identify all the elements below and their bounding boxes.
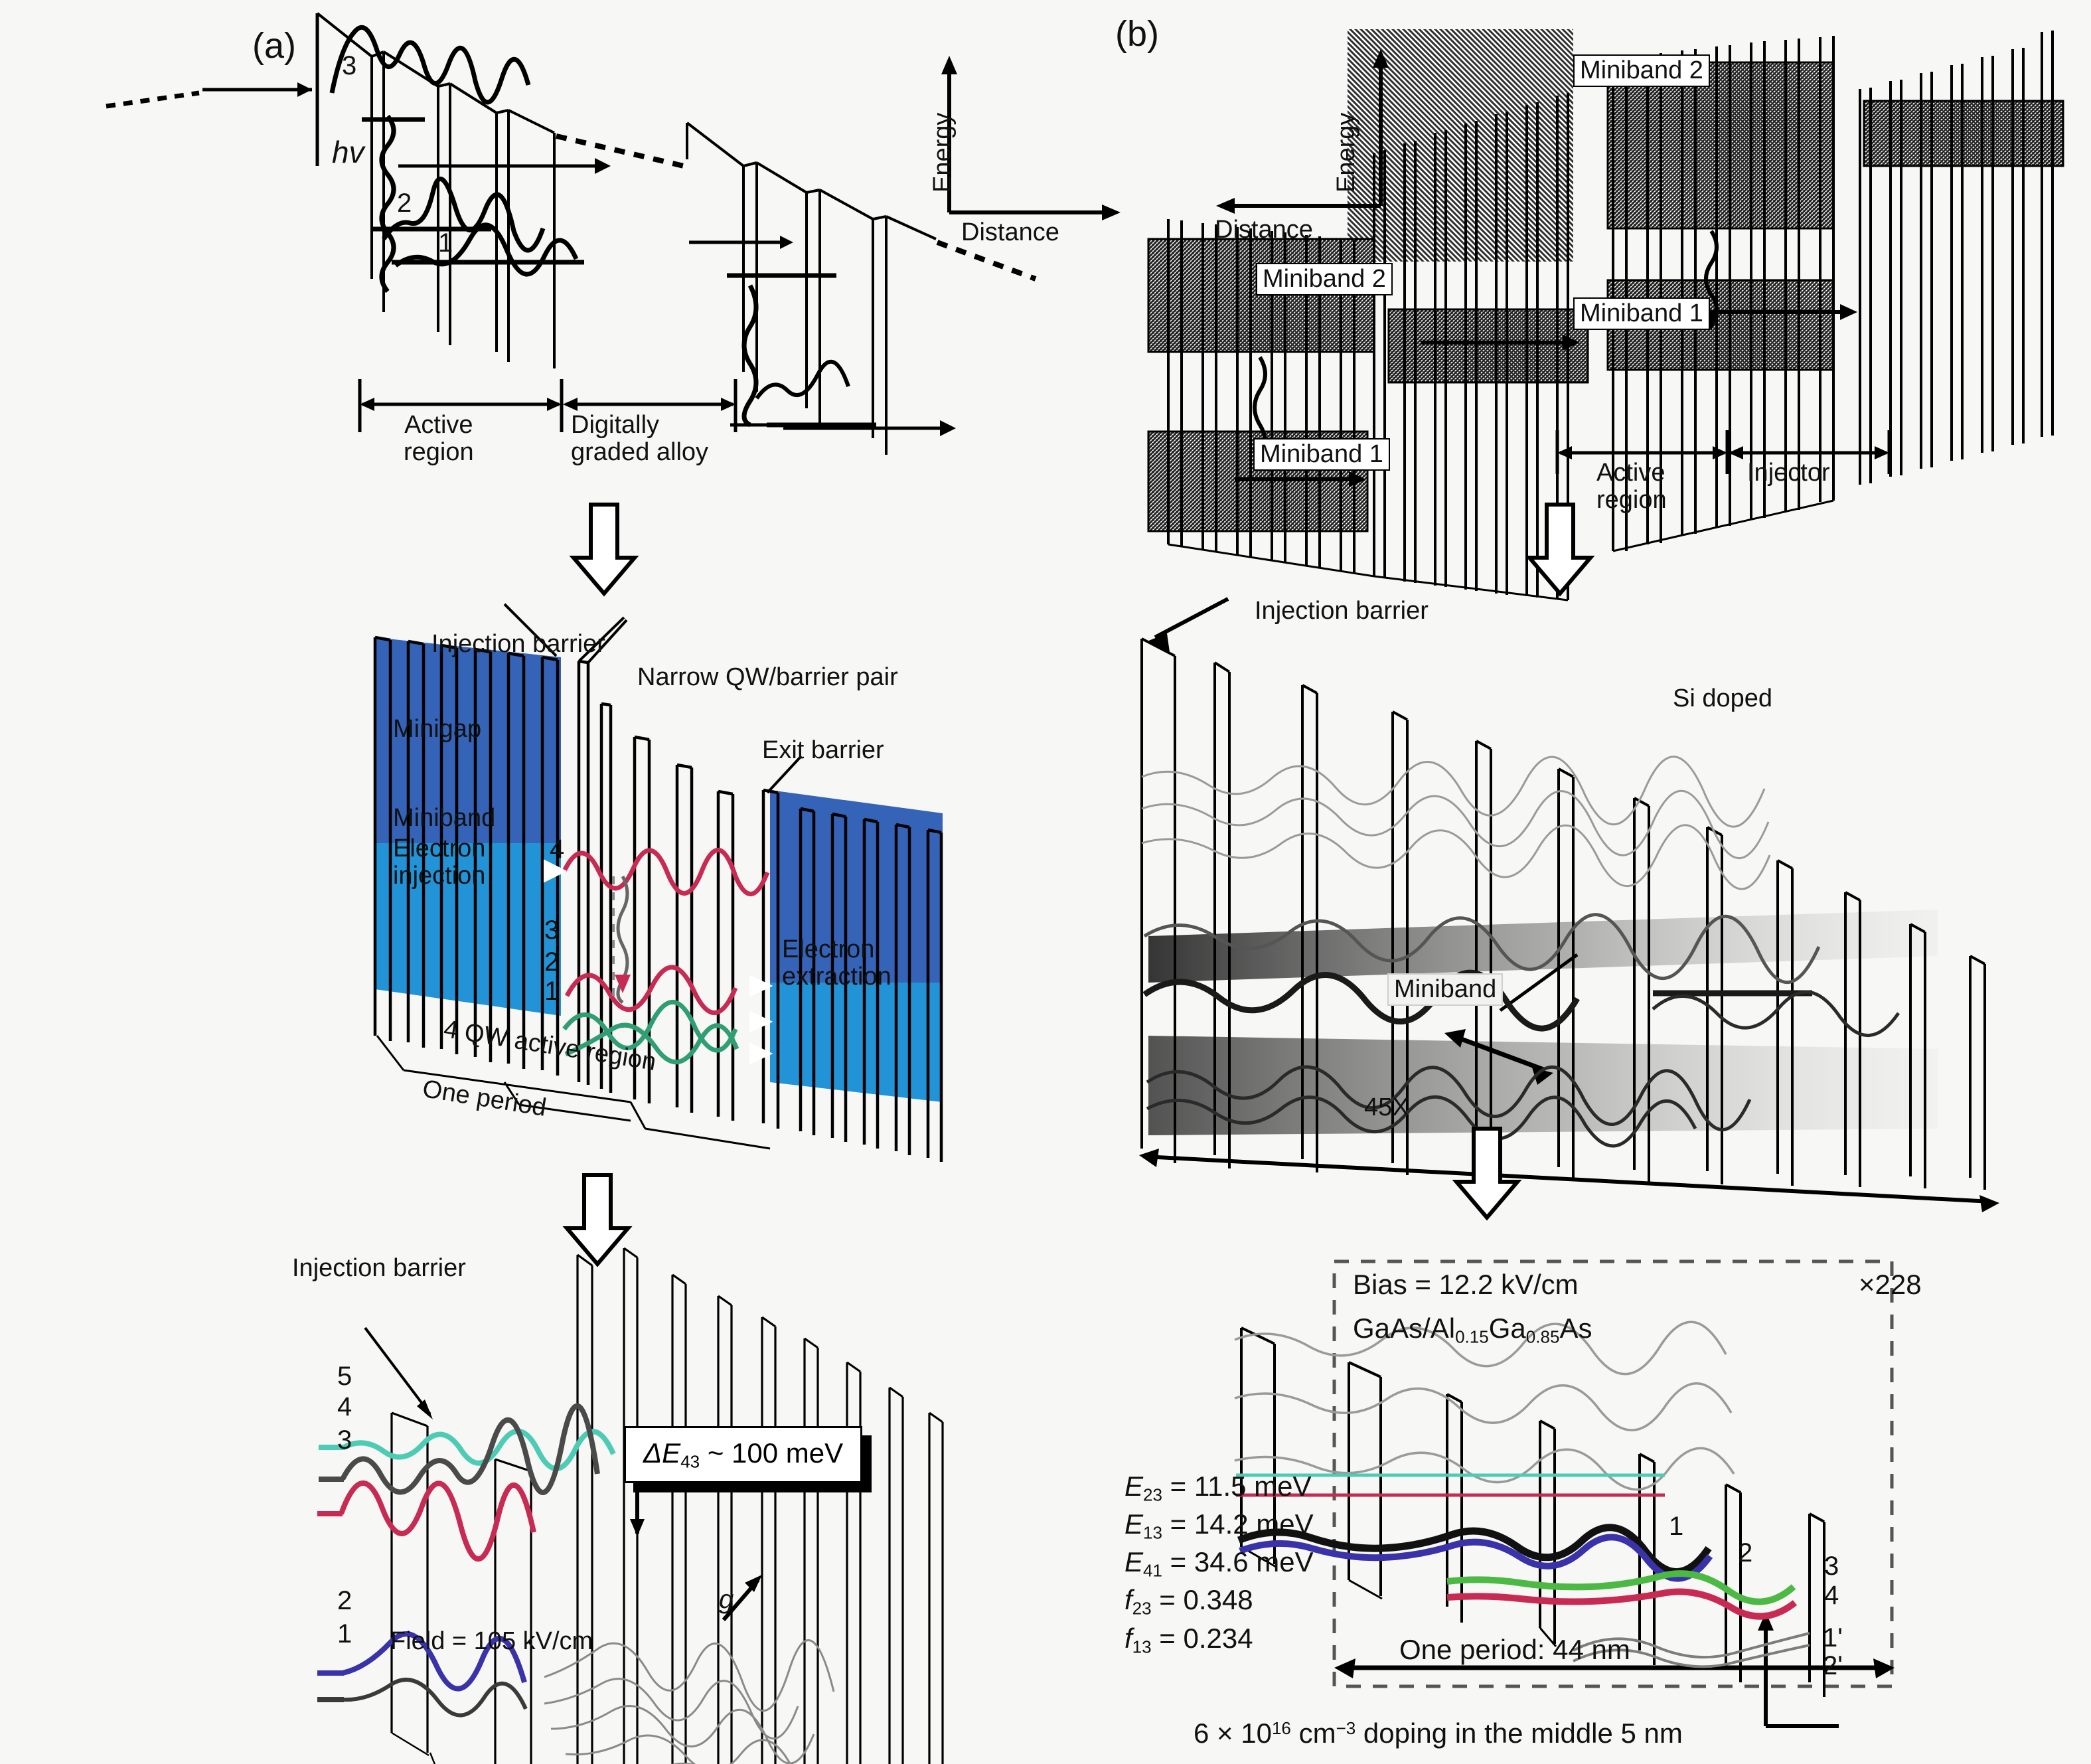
down-arrow-a-2 xyxy=(562,1173,633,1267)
axis-label-energy-b: Energy xyxy=(1332,112,1360,193)
down-arrow-a-1 xyxy=(569,503,639,597)
material-suffix: As xyxy=(1559,1313,1592,1344)
material-sub-2: 0.85 xyxy=(1525,1326,1560,1347)
energy-row: E13 = 14.2 meV xyxy=(1124,1508,1314,1543)
panel-a-level-1: 1 xyxy=(438,228,453,258)
panel-b-bot-graphic xyxy=(1234,1259,1895,1728)
panel-a-mid-level-3: 3 xyxy=(544,916,560,945)
panel-b-bot-level-4: 4 xyxy=(1824,1581,1839,1610)
material-mid: Ga xyxy=(1488,1313,1526,1344)
panel-b-bot-level-2-prime: 2' xyxy=(1823,1651,1843,1680)
panel-b-bot-bias-label: Bias = 12.2 kV/cm xyxy=(1353,1269,1579,1300)
panel-a-bot-level-3: 3 xyxy=(337,1425,352,1455)
panel-b-top-region-brackets xyxy=(1555,430,1891,474)
panel-a-bot-graphic xyxy=(317,1247,944,1764)
panel-a-level-2: 2 xyxy=(397,189,412,218)
panel-a-mid-level-2: 2 xyxy=(544,947,560,977)
panel-b-bot-repeat-label: ×228 xyxy=(1859,1269,1922,1300)
down-arrow-b-2 xyxy=(1452,1127,1522,1221)
panel-b-top-injector-label: Injector xyxy=(1747,459,1830,487)
panel-a-mid-injection-barrier-label: Injection barrier xyxy=(431,630,605,658)
doping-suffix: doping in the middle 5 nm xyxy=(1355,1718,1683,1749)
panel-b-bot-level-2: 2 xyxy=(1738,1538,1753,1567)
panel-a-bot-injection-barrier-label: Injection barrier xyxy=(292,1254,466,1282)
panel-a-mid-minigap-label: Minigap xyxy=(393,715,482,743)
panel-a-graded-alloy-label: Digitally graded alloy xyxy=(571,411,709,467)
energy-row: E41 = 34.6 meV xyxy=(1124,1546,1314,1581)
panel-b-top-graphic xyxy=(1147,29,2064,601)
panel-a-bot-g-label: g xyxy=(719,1585,734,1614)
panel-a-bot-level-4: 4 xyxy=(337,1392,352,1421)
energy-row: f23 = 0.348 xyxy=(1124,1584,1253,1619)
axis-key-b xyxy=(1216,49,1389,214)
axis-label-distance-a: Distance xyxy=(961,218,1059,246)
panel-b-top-miniband2-left: Miniband 2 xyxy=(1256,263,1393,296)
panel-b-bot-energy-list: E23 = 11.5 meV E13 = 14.2 meV E41 = 34.6… xyxy=(1124,1469,1314,1658)
panel-a-bot-level-5: 5 xyxy=(337,1362,352,1391)
doping-exponent-2: −3 xyxy=(1336,1718,1356,1738)
panel-a-top-graphic xyxy=(106,12,1037,455)
panel-a-region-brackets xyxy=(358,379,737,432)
panel-b-top-miniband1-right: Miniband 1 xyxy=(1573,297,1710,331)
panel-b-bot-doping-label: 6 × 1016 cm−3 doping in the middle 5 nm xyxy=(1194,1718,1683,1748)
delta-e-suffix: ~ 100 meV xyxy=(700,1437,844,1469)
panel-a-mid-exit-barrier-label: Exit barrier xyxy=(762,736,884,764)
panel-b-bot-material-label: GaAs/Al0.15Ga0.85As xyxy=(1353,1313,1592,1346)
panel-a-bot-field-label: Field = 105 kV/cm xyxy=(390,1627,593,1655)
panel-a-photon-label: hv xyxy=(332,135,364,169)
panel-b-top-active-region-label: Active region xyxy=(1596,459,1667,515)
delta-e-subscript: 43 xyxy=(680,1451,700,1472)
panel-a-bot-level-1: 1 xyxy=(337,1619,352,1648)
panel-b-bot-level-3: 3 xyxy=(1824,1552,1839,1581)
panel-b-top-miniband2-right: Miniband 2 xyxy=(1573,54,1710,88)
panel-b-bot-level-1: 1 xyxy=(1669,1512,1684,1541)
material-sub-1: 0.15 xyxy=(1455,1326,1489,1347)
panel-b-mid-graphic xyxy=(1139,597,1999,1212)
panel-a-mid-miniband-label: Miniband xyxy=(393,804,496,832)
panel-b-letter: (b) xyxy=(1115,14,1159,54)
delta-e-prefix: ΔE xyxy=(643,1437,681,1469)
panel-a-mid-electron-injection-label: Electron injection xyxy=(393,835,486,890)
panel-b-mid-repeat-label: 45X xyxy=(1364,1093,1409,1121)
material-prefix: GaAs/Al xyxy=(1353,1313,1456,1344)
doping-exponent: 16 xyxy=(1271,1718,1291,1738)
panel-a-active-region-label: Active region xyxy=(404,411,474,467)
delta-e-annotation: ΔE43 ~ 100 meV xyxy=(624,1426,863,1484)
panel-a-mid-level-4: 4 xyxy=(550,835,565,864)
panel-b-bot-one-period-label: One period: 44 nm xyxy=(1399,1634,1630,1665)
panel-b-top-miniband1-left: Miniband 1 xyxy=(1253,438,1390,471)
energy-row: f13 = 0.234 xyxy=(1124,1622,1253,1656)
panel-a-level-3: 3 xyxy=(342,51,357,80)
panel-a-mid-electron-extraction-label: Electron extraction xyxy=(782,935,891,991)
panel-b-mid-si-doped-label: Si doped xyxy=(1673,684,1773,712)
doping-prefix: 6 × 10 xyxy=(1194,1718,1272,1749)
panel-b-bot-level-1-prime: 1' xyxy=(1823,1623,1843,1652)
panel-b-mid-miniband-label: Miniband xyxy=(1387,973,1504,1006)
panel-b-mid-injection-barrier-label: Injection barrier xyxy=(1255,597,1429,625)
down-arrow-b-1 xyxy=(1525,503,1595,597)
panel-a-letter: (a) xyxy=(252,26,296,66)
panel-a-mid-level-1: 1 xyxy=(544,977,560,1006)
energy-row: E23 = 11.5 meV xyxy=(1124,1471,1312,1505)
axis-label-energy-a: Energy xyxy=(929,112,957,193)
panel-a-mid-graphic xyxy=(373,603,943,1162)
panel-a-mid-narrow-qw-label: Narrow QW/barrier pair xyxy=(637,663,898,691)
panel-a-bot-level-2: 2 xyxy=(337,1586,352,1615)
axis-label-distance-b: Distance xyxy=(1215,216,1313,244)
doping-mid: cm xyxy=(1290,1718,1336,1749)
axis-key-a xyxy=(941,56,1121,220)
